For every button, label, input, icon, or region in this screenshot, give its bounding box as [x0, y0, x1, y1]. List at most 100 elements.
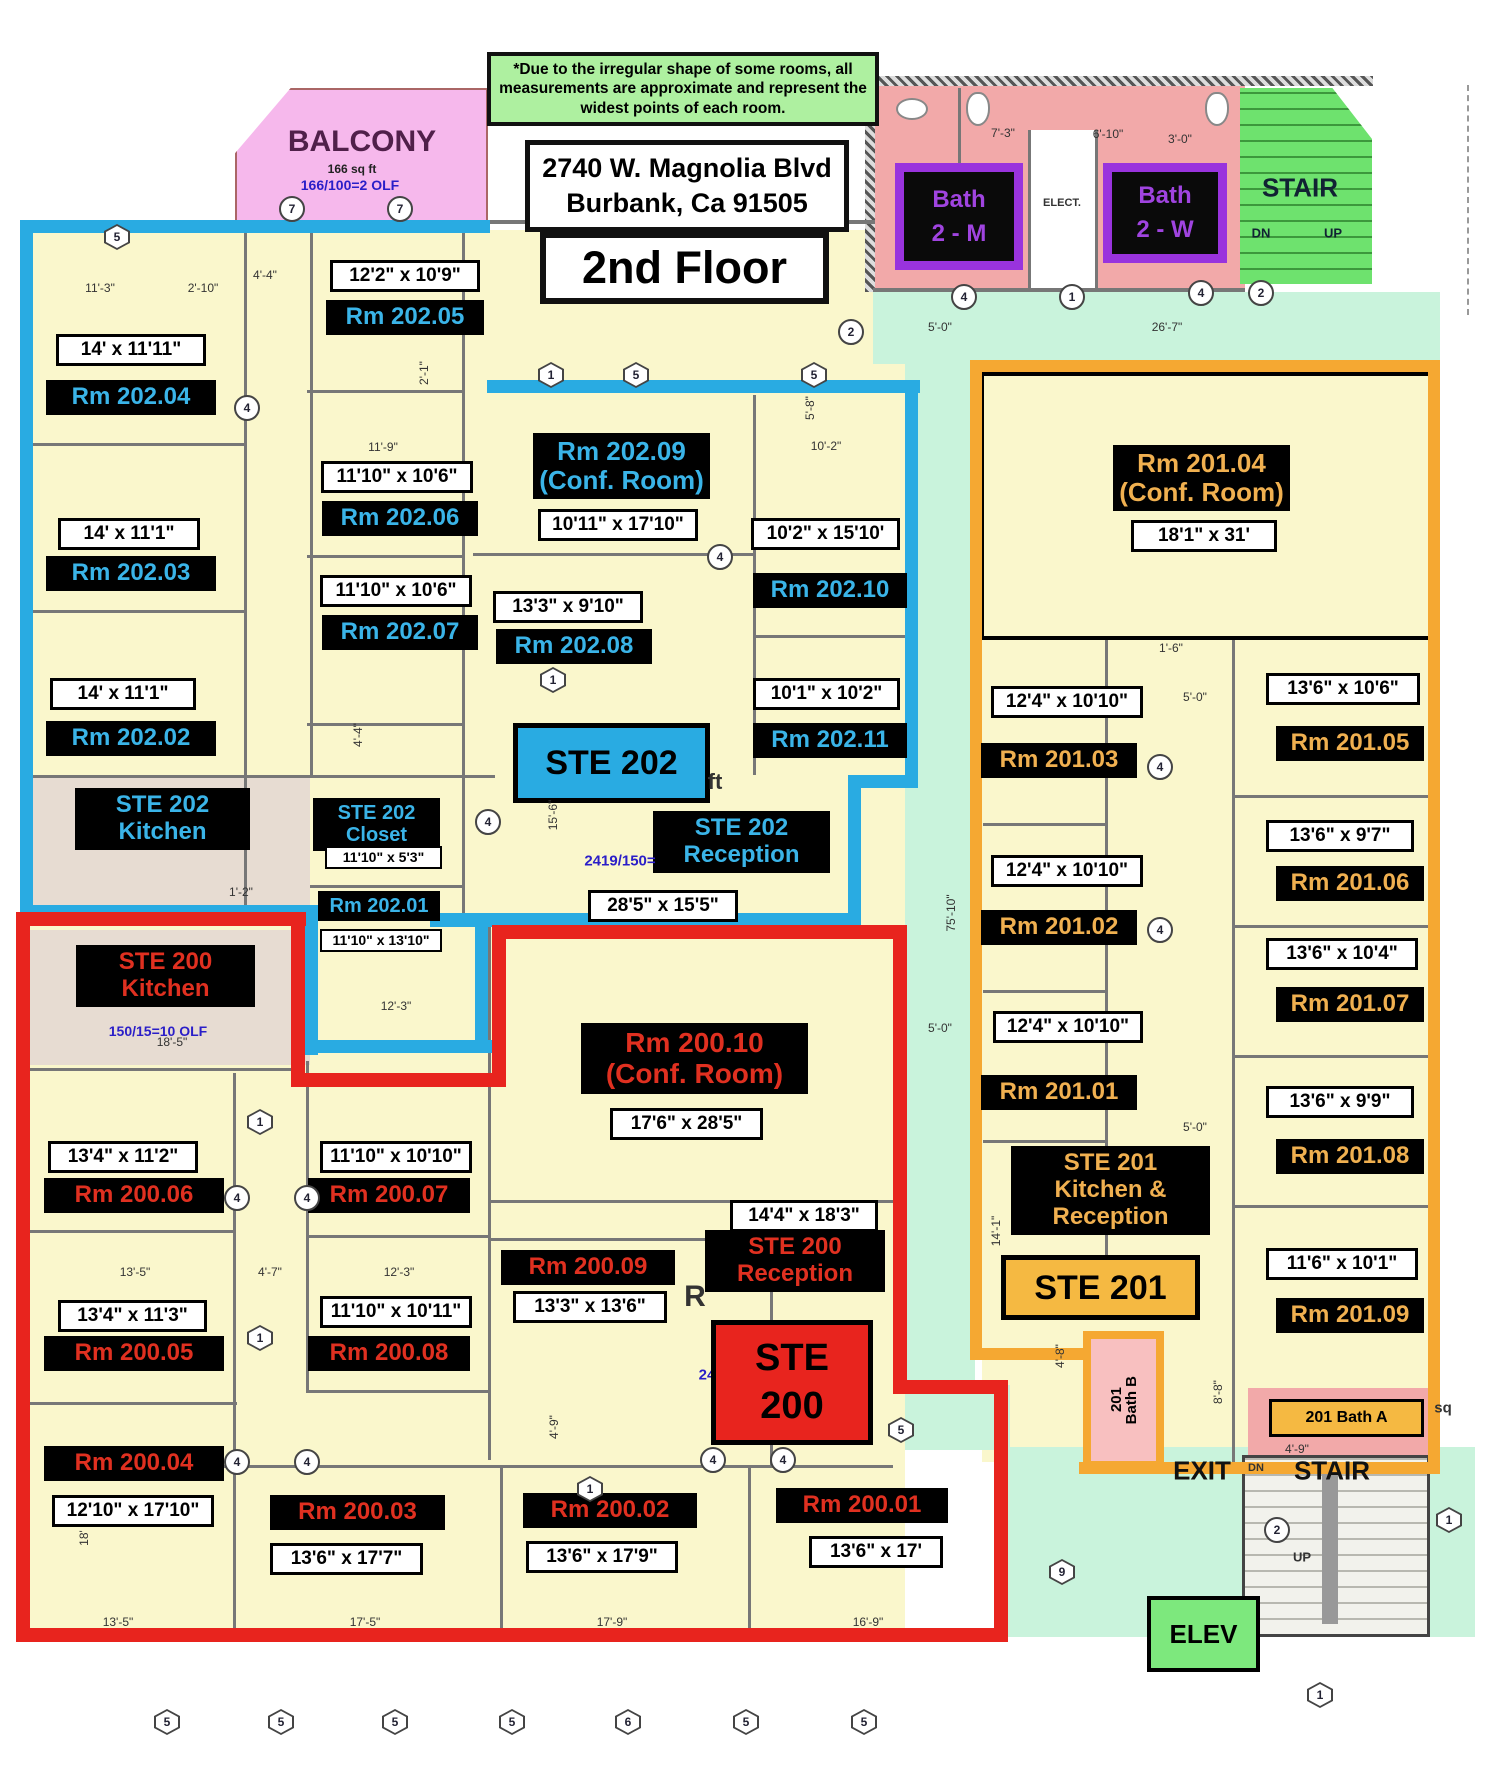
wall [310, 885, 462, 888]
rm-201-08-label: Rm 201.08 [1276, 1139, 1424, 1174]
room-name: Rm 200.08 [329, 1339, 449, 1366]
rm-200-03-label: Rm 200.03 [270, 1495, 445, 1530]
room-name: Rm 201.04 [1137, 448, 1266, 478]
rm-200-07-dims: 11'10" x 10'10" [320, 1141, 472, 1173]
ste201-border-bottom-left [970, 1348, 1090, 1360]
room-name: Rm 202.07 [340, 618, 460, 645]
rm-201-03-dims: 12'4" x 10'10" [991, 686, 1143, 718]
dim-annotation: 8'-8" [1211, 1380, 1225, 1404]
rm-200-01-label: Rm 200.01 [776, 1488, 948, 1523]
wall [244, 222, 247, 905]
grid-marker: 5 [733, 1709, 759, 1735]
rm-200-06-dims: 13'4" x 11'2" [48, 1141, 198, 1173]
dim-annotation: 5'-0" [928, 320, 952, 334]
wall [20, 443, 244, 446]
balcony-area: 166 sq ft [327, 162, 377, 176]
rm-201-08-dims: 13'6" x 9'9" [1266, 1086, 1414, 1118]
room-name: Rm 200.09 [528, 1253, 648, 1280]
rm-200-06-label: Rm 200.06 [44, 1178, 224, 1213]
dim-annotation: 5'-8" [803, 396, 817, 420]
room-name: Rm 200.06 [74, 1181, 194, 1208]
rm-200-08-dims: 11'10" x 10'11" [320, 1296, 472, 1328]
dim-annotation: 17'-5" [349, 1615, 381, 1629]
rm-201-07-label: Rm 201.07 [1276, 987, 1424, 1022]
ste200-reception-dims: 14'4" x 18'3" [730, 1200, 878, 1232]
closet-line1: STE 202 [337, 802, 416, 824]
grid-marker: 4 [224, 1185, 250, 1211]
rm-201-06-label: Rm 201.06 [1276, 866, 1424, 901]
wall [306, 1061, 309, 1391]
wall [1232, 925, 1430, 928]
rm-200-07-label: Rm 200.07 [308, 1178, 470, 1213]
grid-marker: 6 [615, 1709, 641, 1735]
rm-202-03-dims: 14' x 11'1" [58, 518, 200, 550]
rm-202-10-label: Rm 202.10 [753, 573, 907, 608]
room-name: Rm 201.06 [1290, 869, 1410, 896]
dim-annotation: 12'-3" [380, 999, 412, 1013]
exterior-wall-left-bath [865, 76, 875, 292]
grid-marker: 4 [951, 284, 977, 310]
elevator-box: ELEV [1147, 1596, 1260, 1672]
bath-b-line1: 201 [1107, 1387, 1125, 1413]
room-name: Rm 201.02 [999, 913, 1119, 940]
rm-200-10-dims: 17'6" x 28'5" [610, 1108, 763, 1140]
rm-200-01-dims: 13'6" x 17' [809, 1536, 943, 1568]
ste200-reception-label: STE 200 Reception [705, 1230, 885, 1292]
wall [473, 553, 756, 556]
dim-annotation: 15'-6" [546, 799, 560, 831]
kr-line3: Reception [1052, 1202, 1169, 1230]
dim-annotation: 2'-1" [417, 361, 431, 385]
rm-200-02-label: Rm 200.02 [523, 1493, 697, 1528]
rm-202-11-label: Rm 202.11 [753, 723, 907, 758]
room-name: Rm 200.01 [802, 1491, 922, 1518]
grid-marker-value: 5 [890, 1419, 912, 1441]
bath-a-text: 201 Bath A [1305, 1409, 1388, 1426]
stair-area [1240, 88, 1372, 284]
ste200-kitchen-label: STE 200 Kitchen [76, 945, 255, 1007]
reception-line1: STE 200 [748, 1233, 842, 1260]
room-name: Rm 200.10 [625, 1027, 764, 1058]
room-name: Rm 202.05 [345, 303, 465, 330]
wall [307, 390, 462, 393]
rm-202-01-dims: 11'10" x 13'10" [320, 929, 442, 952]
wall [748, 1465, 751, 1628]
rm-200-05-label: Rm 200.05 [44, 1336, 224, 1371]
reception-line2: Reception [736, 1259, 853, 1287]
measurement-note: *Due to the irregular shape of some room… [487, 52, 879, 127]
room-subname: (Conf. Room) [539, 465, 704, 496]
address-box: 2740 W. Magnolia Blvd Burbank, Ca 91505 [525, 140, 849, 233]
wall [20, 610, 244, 613]
ste200-border-right [893, 925, 907, 1390]
rm-201-07-dims: 13'6" x 10'4" [1266, 938, 1418, 970]
rm-202-05-label: Rm 202.05 [326, 300, 484, 335]
wall [1232, 795, 1430, 798]
room-name: Rm 200.03 [298, 1498, 417, 1525]
note-text: *Due to the irregular shape of some room… [499, 61, 867, 117]
ste202-border-jog-v [848, 775, 861, 925]
dim-annotation: 18'-5" [156, 1035, 188, 1049]
grid-marker: 4 [707, 544, 733, 570]
grid-marker-value: 1 [579, 1478, 601, 1500]
ste201-border-bottom [1079, 1462, 1440, 1474]
bath-b-line2: Bath B [1122, 1375, 1140, 1425]
grid-marker: 4 [1188, 280, 1214, 306]
grid-marker-value: 5 [501, 1711, 523, 1733]
grid-marker-value: 5 [803, 364, 825, 386]
wall [307, 555, 462, 558]
suite-label-line2: 200 [760, 1384, 824, 1427]
elect-room [1031, 130, 1095, 288]
grid-marker-value: 6 [617, 1711, 639, 1733]
dim-annotation: 10'-2" [810, 439, 842, 453]
grid-marker: 4 [294, 1449, 320, 1475]
room-name: Rm 200.05 [74, 1339, 194, 1366]
grid-marker: 2 [1248, 280, 1274, 306]
grid-marker: 5 [851, 1709, 877, 1735]
room-name: Rm 202.11 [771, 726, 889, 753]
toilet-icon [1205, 92, 1229, 126]
grid-marker: 4 [770, 1447, 796, 1473]
dim-annotation: 13'-5" [119, 1265, 151, 1279]
ste201-sq-partial: sq [1434, 1399, 1452, 1417]
ste200-border-left [16, 912, 30, 1642]
closet-line2: Closet [345, 824, 408, 847]
rm-202-09-label: Rm 202.09 (Conf. Room) [533, 433, 710, 500]
